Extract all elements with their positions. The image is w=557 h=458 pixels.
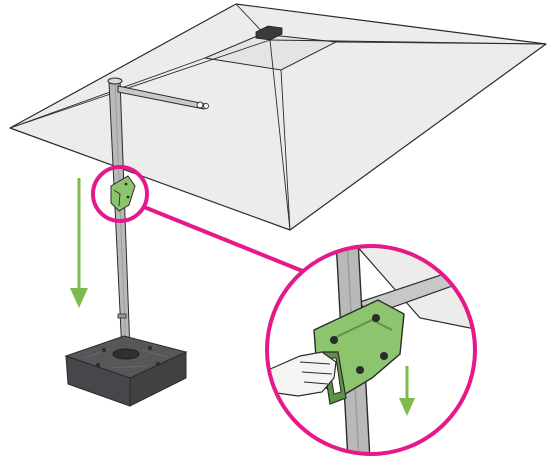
lever-mechanism (110, 175, 136, 212)
magnifier-callout-icon (91, 165, 306, 274)
mast-cap (107, 77, 123, 85)
detail-arrow-down-icon (399, 366, 415, 416)
callout-connector (143, 205, 306, 274)
mast-peg (117, 313, 127, 319)
highlight-circle-large (265, 244, 477, 456)
umbrella-mast (107, 77, 209, 354)
base-side-right (129, 351, 187, 407)
highlight-circle-small (91, 165, 149, 223)
canopy-top-cap (255, 25, 283, 41)
base-socket (112, 348, 140, 360)
mast-arm (117, 85, 206, 110)
umbrella-base (64, 335, 188, 407)
canopy (9, 3, 547, 231)
detail-inset (265, 244, 477, 456)
arrow-down-icon (70, 178, 88, 308)
